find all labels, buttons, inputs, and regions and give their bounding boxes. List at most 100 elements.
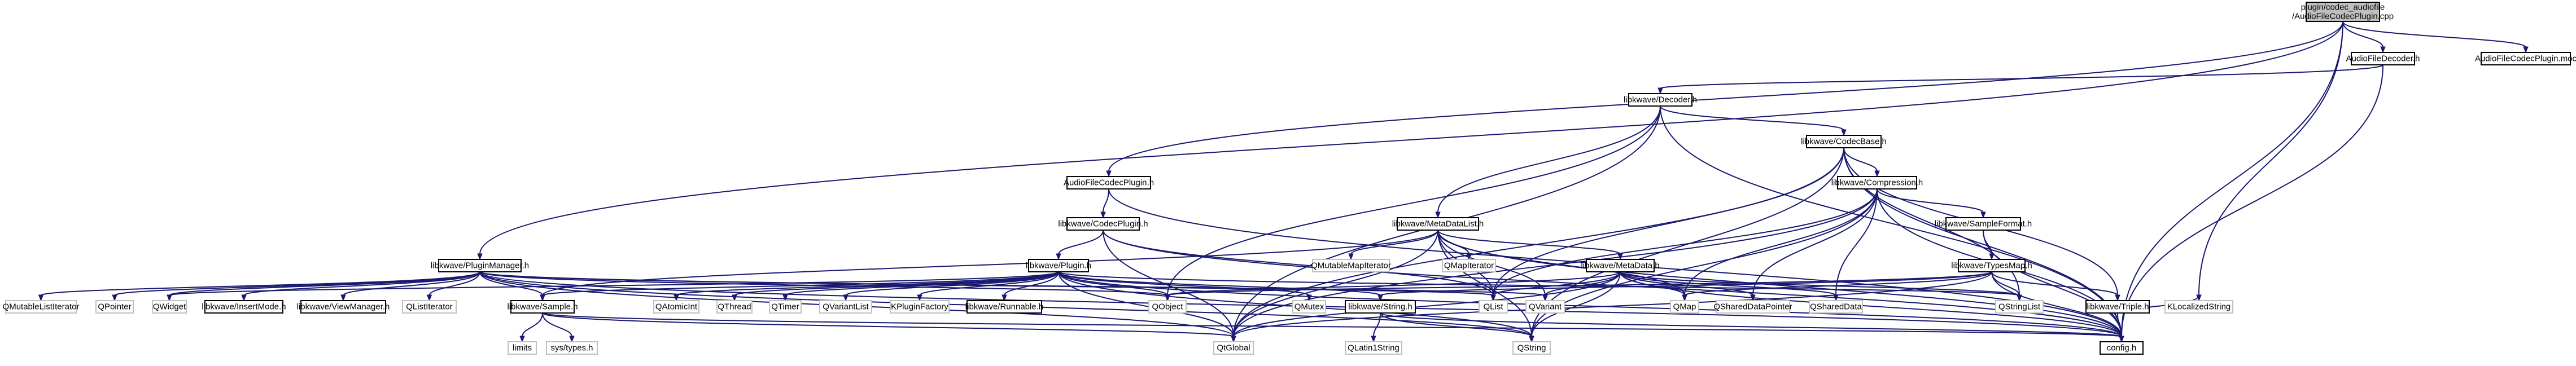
node-label: libkwave/CodecPlugin.h — [1058, 219, 1148, 229]
node-box — [402, 300, 457, 314]
node-qwidget[interactable]: QWidget — [152, 300, 187, 314]
edge-plugin_h-to-qtimer — [785, 271, 1059, 296]
edge-pluginmanager_h-to-qlistiterator — [428, 271, 480, 296]
edge-decoder_h-to-config_h — [1660, 105, 2122, 337]
node-audiofiledecoder-h[interactable]: AudioFileDecoder.h — [2346, 52, 2420, 65]
arrowhead-icon — [241, 294, 247, 302]
node-box — [1213, 341, 1254, 355]
node-qobject[interactable]: QObject — [1148, 300, 1187, 314]
node-box — [438, 259, 522, 272]
edge-metadata_h-to-qglobal — [1233, 271, 1621, 337]
node-metadata-h[interactable]: libkwave/MetaData.h — [1581, 259, 1660, 272]
arrowhead-icon — [1231, 336, 1236, 343]
node-box — [1066, 176, 1151, 189]
edge-codecbase_h-to-qlist — [1493, 147, 1844, 296]
node-qshareddata[interactable]: QSharedData — [1809, 300, 1863, 314]
node-qmutablemapiterator[interactable]: QMutableMapIterator — [1311, 259, 1391, 272]
node-qtimer[interactable]: QTimer — [769, 300, 802, 314]
arrowhead-icon — [1989, 253, 1995, 261]
edge-triple_h-to-config_h — [2117, 312, 2122, 337]
node-sample-h[interactable]: libkwave/Sample.h — [507, 300, 578, 314]
edge-metadatalist_h-to-qmutablemapiterator — [1350, 230, 1438, 255]
node-box — [1586, 259, 1655, 272]
node-qglobal[interactable]: QtGlobal — [1213, 341, 1254, 355]
node-root[interactable]: plugin/codec_audiofile/AudioFileCodecPlu… — [2292, 2, 2394, 22]
node-qvariantlist[interactable]: QVariantList — [819, 300, 872, 314]
node-decoder-h[interactable]: libkwave/Decoder.h — [1624, 93, 1697, 107]
edge-plugin_h-to-kpluginfactory — [919, 271, 1059, 296]
node-klocalizedstring[interactable]: KLocalizedString — [2164, 300, 2233, 314]
arrowhead-icon — [1617, 253, 1623, 261]
arrowhead-icon — [426, 294, 432, 302]
node-audiofilecodecplugin-h[interactable]: AudioFileCodecPlugin.h — [1064, 176, 1154, 189]
edge-metadata_h-to-qobject — [1167, 271, 1621, 296]
node-insertmode-h[interactable]: libkwave/InsertMode.h — [202, 300, 286, 314]
node-qmutablelistiterator[interactable]: QMutableListIterator — [3, 300, 80, 314]
arrowhead-icon — [1490, 294, 1496, 302]
node-sys-types-h[interactable]: sys/types.h — [546, 341, 598, 355]
edge-root-to-pluginmanager_h — [479, 21, 2343, 255]
edge-typesmap_h-to-qglobal — [1233, 271, 1992, 337]
arrowhead-icon — [673, 294, 679, 302]
node-samplefortmat-h[interactable]: libkwave/SampleFormat.h — [1935, 217, 2032, 231]
arrowhead-icon — [167, 294, 172, 302]
edge-plugin_h-to-qstringlist — [1058, 271, 2020, 296]
node-qlist[interactable]: QList — [1479, 300, 1508, 314]
node-audiofilecodecplugin-moc[interactable]: AudioFileCodecPlugin.moc — [2475, 52, 2576, 65]
node-kpluginfactory[interactable]: KPluginFactory — [890, 300, 950, 314]
graph-edges — [38, 21, 2529, 343]
node-qstringlist[interactable]: QStringList — [1995, 300, 2044, 314]
arrowhead-icon — [917, 294, 922, 302]
arrowhead-icon — [1833, 294, 1839, 302]
node-typesmap-h[interactable]: libkwave/TypesMap.h — [1951, 259, 2032, 272]
node-qlatin1string[interactable]: QLatin1String — [1345, 341, 1402, 355]
node-qvariant[interactable]: QVariant — [1525, 300, 1565, 314]
edge-typesmap_h-to-config_h — [1991, 271, 2122, 337]
edge-metadatalist_h-to-qglobal — [1233, 230, 1438, 337]
node-box — [204, 300, 283, 314]
edge-metadata_h-to-config_h — [1620, 271, 2122, 337]
node-limits[interactable]: limits — [508, 341, 537, 355]
node-pluginmanager-h[interactable]: libkwave/PluginManager.h — [431, 259, 529, 272]
node-qlistiterator[interactable]: QListIterator — [402, 300, 457, 314]
arrowhead-icon — [1657, 87, 1663, 95]
node-metadatalist-h[interactable]: libkwave/MetaDataList.h — [1392, 217, 1484, 231]
node-qshareddatapointer[interactable]: QSharedDataPointer — [1713, 300, 1792, 314]
node-qthread[interactable]: QThread — [716, 300, 753, 314]
edge-decoder_h-to-metadatalist_h — [1437, 105, 1661, 213]
arrowhead-icon — [1106, 170, 1112, 178]
edge-metadata_h-to-qstringlist — [1620, 271, 2020, 296]
node-qatomicint[interactable]: QAtomicInt — [653, 300, 699, 314]
node-qmapiterator[interactable]: QMapIterator — [1442, 259, 1496, 272]
node-compression-h[interactable]: libkwave/Compression.h — [1831, 176, 1923, 189]
node-box — [2306, 2, 2380, 22]
node-runnable-h[interactable]: libkwave/Runnable.h — [965, 300, 1043, 314]
node-plugin-h[interactable]: libkwave/Plugin.h — [1026, 259, 1091, 272]
arrowhead-icon — [1682, 294, 1687, 302]
arrowhead-icon — [1100, 211, 1106, 219]
node-string-h[interactable]: libkwave/String.h — [1345, 300, 1416, 314]
node-box — [300, 300, 386, 314]
node-config-h[interactable]: config.h — [2100, 341, 2144, 355]
edge-plugin_h-to-qwidget — [169, 271, 1059, 296]
node-qmap[interactable]: QMap — [1670, 300, 1699, 314]
node-qpointer[interactable]: QPointer — [95, 300, 134, 314]
node-label: QString — [1517, 343, 1546, 353]
node-codecbase-h[interactable]: libkwave/CodecBase.h — [1801, 135, 1887, 148]
node-box — [1066, 217, 1140, 231]
edge-pluginmanager_h-to-qvariant — [479, 271, 1546, 296]
arrowhead-icon — [2523, 46, 2529, 54]
arrowhead-icon — [2017, 294, 2022, 302]
node-qstring[interactable]: QString — [1512, 341, 1551, 355]
arrowhead-icon — [38, 294, 44, 302]
node-triple-h[interactable]: libkwave/Triple.h — [2085, 300, 2150, 314]
node-label: QObject — [1152, 302, 1183, 312]
arrowhead-icon — [732, 294, 737, 302]
node-codecplugin-h[interactable]: libkwave/CodecPlugin.h — [1058, 217, 1148, 231]
edge-plugin_h-to-runnable_h — [1004, 271, 1059, 296]
edge-decoder_h-to-qobject — [1167, 105, 1661, 296]
node-qmutex[interactable]: QMutex — [1292, 300, 1326, 314]
edge-sample_h-to-config_h — [542, 312, 2122, 337]
node-viewmanager-h[interactable]: libkwave/ViewManager.h — [297, 300, 390, 314]
